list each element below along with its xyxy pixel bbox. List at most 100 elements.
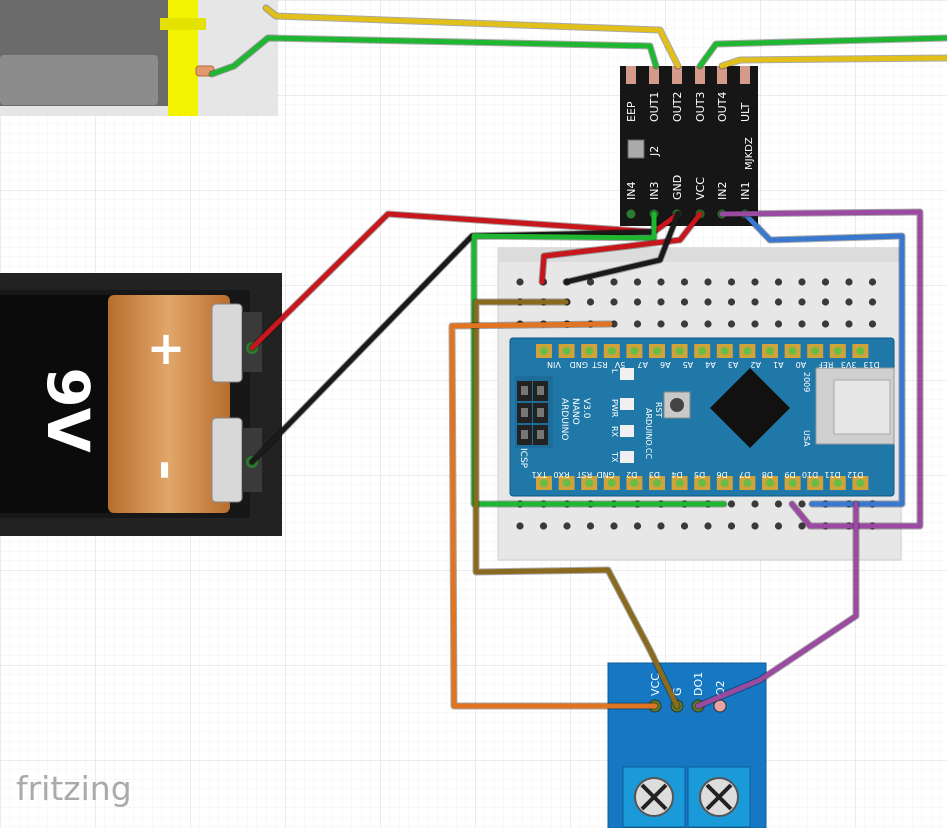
nano-bottom-pin-hole[interactable] bbox=[630, 479, 639, 487]
breadboard-hole[interactable] bbox=[657, 298, 665, 306]
nano-bottom-pin-hole[interactable] bbox=[856, 479, 865, 487]
breadboard-hole[interactable] bbox=[798, 500, 806, 508]
breadboard-hole[interactable] bbox=[516, 522, 524, 530]
nano-bottom-pin-hole[interactable] bbox=[675, 479, 684, 487]
breadboard-hole[interactable] bbox=[774, 278, 783, 286]
nano-top-pin-hole[interactable] bbox=[585, 347, 594, 355]
breadboard-hole[interactable] bbox=[751, 278, 759, 286]
breadboard-hole[interactable] bbox=[727, 298, 736, 306]
wire-olive-g[interactable] bbox=[473, 299, 680, 709]
breadboard-hole[interactable] bbox=[680, 278, 689, 286]
breadboard-hole[interactable] bbox=[680, 522, 689, 530]
nano-bottom-pin-hole[interactable] bbox=[811, 479, 820, 487]
nano-bottom-pin-hole[interactable] bbox=[540, 479, 548, 487]
nano-bottom-pin-hole[interactable] bbox=[720, 479, 729, 487]
wire-purple-in2[interactable] bbox=[719, 209, 923, 529]
breadboard-hole[interactable] bbox=[727, 522, 736, 530]
breadboard-hole[interactable] bbox=[657, 522, 665, 530]
breadboard-hole[interactable] bbox=[586, 298, 595, 306]
motor-driver[interactable]: EEPIN4OUT1IN3OUT2GNDOUT3VCCOUT4IN2ULTIN1… bbox=[620, 66, 758, 226]
breadboard-hole[interactable] bbox=[610, 522, 618, 530]
nano-top-pin-hole[interactable] bbox=[720, 347, 729, 355]
breadboard-hole[interactable] bbox=[798, 522, 806, 530]
breadboard-hole[interactable] bbox=[727, 320, 736, 328]
breadboard-hole[interactable] bbox=[633, 298, 642, 306]
nano-top-pin-hole[interactable] bbox=[562, 347, 571, 355]
breadboard-hole[interactable] bbox=[657, 320, 665, 328]
nano-top-pin-hole[interactable] bbox=[630, 347, 639, 355]
wire-green-loop[interactable] bbox=[471, 211, 727, 507]
breadboard-hole[interactable] bbox=[633, 278, 642, 286]
nano-bottom-pin-hole[interactable] bbox=[743, 479, 752, 487]
breadboard-hole[interactable] bbox=[610, 298, 618, 306]
breadboard-hole[interactable] bbox=[680, 320, 689, 328]
breadboard-hole[interactable] bbox=[798, 298, 806, 306]
wire-black-gnd[interactable] bbox=[563, 211, 681, 285]
nano-top-pin-hole[interactable] bbox=[540, 347, 548, 355]
breadboard-hole[interactable] bbox=[633, 320, 642, 328]
breadboard-hole[interactable] bbox=[586, 278, 595, 286]
nano-bottom-pin-hole[interactable] bbox=[698, 479, 707, 487]
nano-bottom-pin-hole[interactable] bbox=[585, 479, 594, 487]
breadboard-hole[interactable] bbox=[868, 298, 877, 306]
driver-top-pin[interactable] bbox=[695, 66, 705, 84]
breadboard-hole[interactable] bbox=[845, 278, 853, 286]
breadboard-hole[interactable] bbox=[610, 320, 618, 328]
breadboard-hole[interactable] bbox=[845, 298, 853, 306]
breadboard-hole[interactable] bbox=[751, 298, 759, 306]
nano-bottom-pin-hole[interactable] bbox=[833, 479, 842, 487]
nano-top-pin-hole[interactable] bbox=[675, 347, 684, 355]
wire-blue-in1[interactable] bbox=[742, 211, 905, 507]
breadboard-hole[interactable] bbox=[798, 278, 806, 286]
breadboard-hole[interactable] bbox=[751, 320, 759, 328]
driver-top-pin[interactable] bbox=[649, 66, 659, 84]
driver-top-pin[interactable] bbox=[717, 66, 727, 84]
breadboard-hole[interactable] bbox=[727, 278, 736, 286]
wire-orange-vcc[interactable] bbox=[449, 321, 658, 709]
breadboard-hole[interactable] bbox=[704, 298, 712, 306]
breadboard-hole[interactable] bbox=[633, 522, 642, 530]
nano-bottom-pin-hole[interactable] bbox=[788, 479, 797, 487]
breadboard-hole[interactable] bbox=[774, 500, 783, 508]
wire-yellow-out4[interactable] bbox=[719, 55, 947, 69]
nano-top-pin-hole[interactable] bbox=[856, 347, 865, 355]
breadboard-hole[interactable] bbox=[751, 500, 759, 508]
breadboard-hole[interactable] bbox=[586, 522, 595, 530]
wire-green-out3[interactable] bbox=[697, 35, 947, 69]
sensor-pin[interactable] bbox=[713, 699, 727, 713]
breadboard-hole[interactable] bbox=[868, 278, 877, 286]
driver-top-pin[interactable] bbox=[672, 66, 682, 84]
wire-red-vcc[interactable] bbox=[539, 211, 703, 285]
nano-bottom-pin-hole[interactable] bbox=[607, 479, 616, 487]
breadboard-hole[interactable] bbox=[657, 278, 665, 286]
breadboard-hole[interactable] bbox=[727, 500, 736, 508]
nano-top-pin-hole[interactable] bbox=[811, 347, 820, 355]
dc-motor[interactable] bbox=[0, 0, 278, 116]
nano-top-pin-hole[interactable] bbox=[653, 347, 661, 355]
nano-bottom-pin-hole[interactable] bbox=[766, 479, 774, 487]
breadboard-hole[interactable] bbox=[610, 278, 618, 286]
breadboard-hole[interactable] bbox=[704, 320, 712, 328]
battery-9v[interactable]: 9V + - bbox=[0, 273, 282, 536]
wire-purple-do1[interactable] bbox=[695, 501, 859, 709]
driver-top-pin[interactable] bbox=[740, 66, 750, 84]
wire-green-motor[interactable] bbox=[209, 35, 659, 77]
breadboard-hole[interactable] bbox=[774, 320, 783, 328]
nano-top-pin-hole[interactable] bbox=[766, 347, 774, 355]
breadboard-hole[interactable] bbox=[821, 298, 830, 306]
breadboard-hole[interactable] bbox=[704, 522, 712, 530]
nano-top-pin-hole[interactable] bbox=[607, 347, 616, 355]
breadboard-hole[interactable] bbox=[680, 298, 689, 306]
breadboard-hole[interactable] bbox=[821, 278, 830, 286]
wire-yellow-motor[interactable] bbox=[263, 5, 681, 69]
nano-top-pin-hole[interactable] bbox=[788, 347, 797, 355]
breadboard-hole[interactable] bbox=[704, 278, 712, 286]
nano-top-pin-hole[interactable] bbox=[698, 347, 707, 355]
breadboard-hole[interactable] bbox=[821, 320, 830, 328]
wire-red-battery[interactable] bbox=[249, 211, 681, 351]
breadboard-hole[interactable] bbox=[539, 522, 548, 530]
breadboard-hole[interactable] bbox=[516, 278, 524, 286]
breadboard-hole[interactable] bbox=[774, 298, 783, 306]
